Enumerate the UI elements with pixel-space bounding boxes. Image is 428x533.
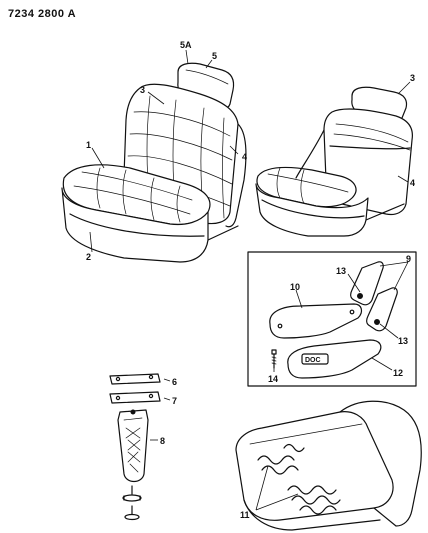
callout-8: 8 [160, 436, 165, 446]
callout-4-rear: 4 [410, 178, 415, 188]
plate-7 [109, 391, 161, 404]
plate-6 [109, 373, 161, 385]
trim-panels-frame [247, 251, 417, 387]
hinge-cover-9-lower [366, 287, 398, 332]
callout-2: 2 [86, 252, 91, 262]
callout-14: 14 [268, 374, 278, 384]
callout-7: 7 [172, 396, 177, 406]
trim-panels-group: DOC [247, 251, 417, 387]
callout-3-front: 3 [140, 85, 145, 95]
cushion-underside-view [235, 400, 422, 531]
leader-lines [89, 49, 411, 511]
svg-text:DOC: DOC [305, 357, 321, 364]
callout-3-rear: 3 [410, 73, 415, 83]
callout-1: 1 [86, 140, 91, 150]
seat-front-view [61, 62, 247, 263]
callout-6: 6 [172, 377, 177, 387]
callout-13-upper: 13 [336, 266, 346, 276]
callout-5: 5 [212, 51, 217, 61]
callout-5a: 5A [180, 40, 192, 50]
adjuster-parts [109, 373, 161, 521]
screw-14 [271, 349, 277, 369]
callout-4-front: 4 [242, 152, 247, 162]
callout-11: 11 [240, 510, 250, 520]
seat-rear-view [255, 86, 413, 237]
side-shield-12 [287, 339, 382, 379]
callout-12: 12 [393, 368, 403, 378]
callout-labels: 1 2 3 4 5 5A 3 4 6 7 8 9 10 11 12 13 13 … [86, 40, 415, 520]
callout-13-lower: 13 [398, 336, 408, 346]
side-shield-10 [269, 303, 363, 339]
document-id: 7234 2800 A [8, 8, 76, 20]
callout-9: 9 [406, 254, 411, 264]
callout-10: 10 [290, 282, 300, 292]
